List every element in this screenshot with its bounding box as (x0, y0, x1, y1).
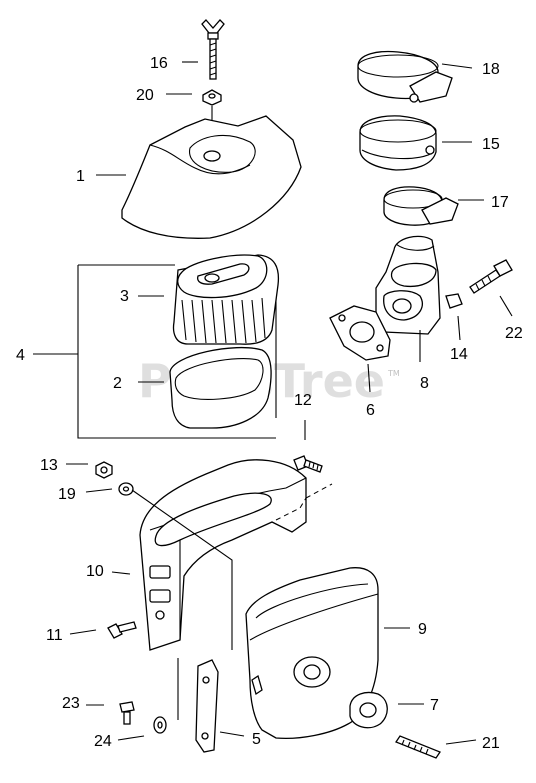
leader-lines (33, 61, 513, 745)
callout-labels: 16 20 1 3 4 2 18 15 17 22 14 8 6 12 13 1… (16, 55, 523, 752)
part-screw-11 (107, 621, 137, 639)
callout-23: 23 (62, 695, 80, 712)
callout-19: 19 (58, 486, 76, 503)
callout-7: 7 (430, 697, 439, 714)
part-pre-cleaner (169, 346, 272, 429)
callout-5: 5 (252, 731, 261, 748)
part-muffler-bracket (139, 459, 307, 651)
callout-14: 14 (450, 346, 468, 363)
part-bracket-strap (195, 659, 219, 753)
part-air-filter (172, 254, 280, 345)
callout-2: 2 (113, 375, 122, 392)
callout-12: 12 (294, 392, 312, 409)
callout-3: 3 (120, 288, 129, 305)
part-plug (445, 293, 463, 309)
part-stud (395, 735, 441, 759)
callout-11: 11 (46, 627, 63, 644)
part-nut-13 (95, 461, 113, 479)
part-carburetor-adapter (375, 235, 441, 335)
part-intake-elbow (359, 115, 437, 171)
callout-16: 16 (150, 55, 168, 72)
callout-10: 10 (86, 563, 104, 580)
callout-6: 6 (366, 402, 375, 419)
part-muffler (245, 567, 379, 740)
part-hose-clamp-small (383, 186, 459, 226)
part-screw-22 (469, 259, 513, 294)
callout-9: 9 (418, 621, 427, 638)
part-gasket (329, 305, 391, 361)
callout-8: 8 (420, 375, 429, 392)
part-screw-12 (293, 455, 323, 473)
part-hose-clamp-top (357, 50, 453, 103)
callout-1: 1 (76, 168, 85, 185)
part-washer-24 (153, 716, 167, 734)
callout-15: 15 (482, 136, 500, 153)
guide-dashed (275, 483, 333, 521)
callout-13: 13 (40, 457, 58, 474)
part-muffler-gasket (349, 691, 388, 729)
callout-22: 22 (505, 325, 523, 342)
callout-20: 20 (136, 87, 154, 104)
callout-21: 21 (482, 735, 500, 752)
part-air-cleaner-cover (121, 115, 302, 239)
callout-24: 24 (94, 733, 112, 750)
callout-18: 18 (482, 61, 500, 78)
part-wing-screw (201, 19, 225, 80)
callout-4: 4 (16, 347, 25, 364)
part-washer-19 (118, 482, 134, 496)
callout-17: 17 (491, 194, 509, 211)
part-screw-23 (119, 701, 135, 725)
part-nut (202, 89, 222, 106)
watermark-trademark: TM (387, 369, 400, 378)
